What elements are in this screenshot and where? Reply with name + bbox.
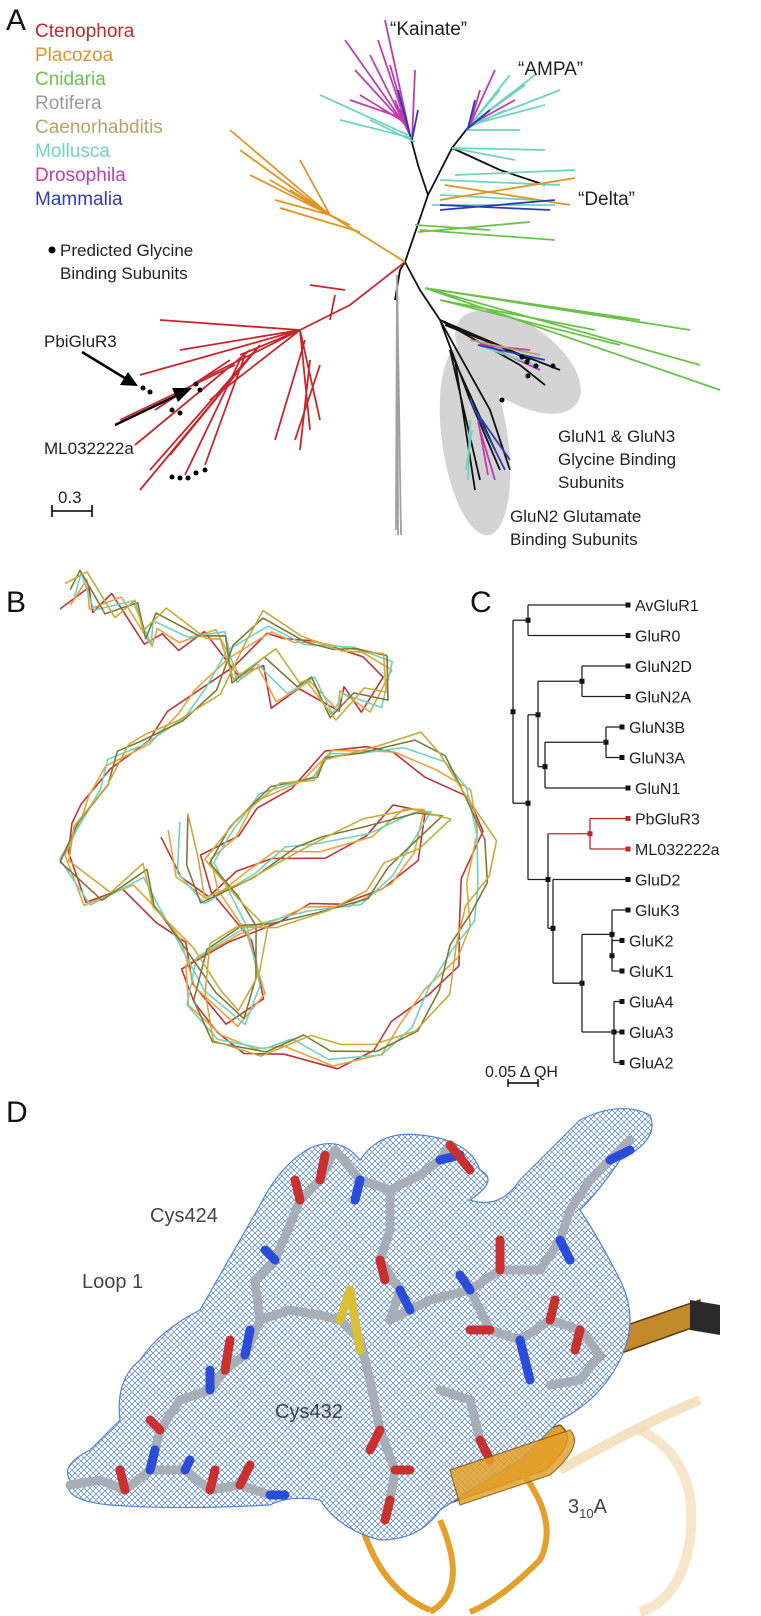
tip-label: GluR0: [635, 629, 680, 646]
tip-label: GluA2: [629, 1056, 674, 1073]
panel-c-letter: C: [470, 586, 492, 619]
label-310a: 310A: [568, 1496, 608, 1521]
tip-marker: [619, 938, 625, 943]
glycine-note-line1: Predicted Glycine: [60, 241, 193, 260]
glycine-note-line2: Binding Subunits: [60, 264, 188, 283]
panel-d-letter: D: [6, 1096, 28, 1129]
tip-label: AvGluR1: [635, 598, 699, 615]
arrow-head-icon: [172, 388, 192, 402]
backbone-trace: [58, 572, 479, 1061]
label-glun1-line2: Glycine Binding: [558, 450, 676, 469]
svg-text:0.05 Δ QH: 0.05 Δ QH: [485, 1064, 558, 1081]
density-structure: Cys424 Loop 1 Cys432 310A: [65, 1107, 720, 1616]
tip-marker: [619, 755, 625, 760]
label-ml032222a: ML032222a: [44, 439, 134, 458]
panel-b-letter: B: [6, 586, 26, 619]
clade-kainate: “Kainate”: [390, 19, 467, 40]
tip-marker: [625, 877, 631, 882]
tip-marker: [625, 816, 631, 821]
tip-marker: [619, 724, 625, 730]
tip-marker: [619, 1029, 625, 1035]
tip-marker: [625, 846, 631, 852]
label-glun2-line1: GluN2 Glutamate: [510, 507, 641, 526]
tip-label: GluN3B: [629, 720, 685, 737]
legend-item: Mammalia: [35, 189, 123, 210]
legend-item: Mollusca: [35, 141, 110, 162]
tip-marker: [625, 694, 631, 699]
legend-item: Caenorhabditis: [35, 117, 163, 138]
tip-label: GluK3: [635, 903, 680, 920]
arrow-head-icon: [120, 372, 138, 386]
tip-marker: [625, 602, 631, 608]
tip-marker: [619, 968, 625, 974]
panel-a-letter: A: [6, 4, 26, 37]
tip-label: GluN3A: [629, 751, 685, 768]
tip-label: GluD2: [635, 873, 680, 890]
glycine-note: Predicted Glycine Binding Subunits: [48, 241, 193, 283]
label-pbiglur3: PbiGluR3: [44, 332, 117, 351]
tip-marker: [619, 999, 625, 1004]
glun2-ellipse: [439, 344, 511, 536]
label-cys432: Cys432: [275, 1401, 343, 1423]
tip-label: GluK2: [629, 934, 674, 951]
legend-item: Ctenophora: [35, 21, 135, 42]
tip-marker: [625, 663, 631, 669]
tip-label: GluN2A: [635, 690, 691, 707]
scale-bar-c: 0.05 Δ QH: [485, 1064, 558, 1087]
backbone-trace: [64, 578, 479, 1067]
arrows: [81, 350, 192, 427]
tip-label: GluN2D: [635, 659, 692, 676]
label-glun2-line2: Binding Subunits: [510, 530, 638, 549]
tree-node: [510, 709, 516, 715]
clade-delta: “Delta”: [578, 189, 635, 210]
backbone-trace: [59, 569, 489, 1053]
superposed-structures: [58, 569, 498, 1070]
tip-marker: [625, 785, 631, 791]
backbone-trace: [64, 571, 498, 1057]
tip-label: GluN1: [635, 781, 680, 798]
scale-bar-a: 0.3: [51, 488, 93, 517]
tip-label: GluA4: [629, 995, 674, 1012]
legend-item: Rotifera: [35, 93, 102, 114]
phylogenetic-tree: [119, 19, 721, 536]
glycine-dot-icon: [48, 246, 56, 254]
legend-item: Drosophila: [35, 165, 126, 186]
label-loop1: Loop 1: [82, 1271, 143, 1293]
tip-marker: [619, 1060, 625, 1065]
taxon-legend: CtenophoraPlacozoaCnidariaRotiferaCaenor…: [35, 21, 163, 210]
tip-label: GluA3: [629, 1025, 674, 1042]
tip-label: ML032222a: [635, 842, 720, 859]
legend-item: Cnidaria: [35, 69, 106, 90]
tip-label: PbGluR3: [635, 812, 700, 829]
glun1-ellipse: [455, 310, 581, 414]
clade-ampa: “AMPA”: [518, 59, 583, 80]
legend-item: Placozoa: [35, 45, 114, 66]
tip-label: GluK1: [629, 964, 674, 981]
tip-marker: [625, 907, 631, 913]
svg-text:0.3: 0.3: [58, 488, 82, 507]
tip-marker: [625, 633, 631, 638]
label-cys424: Cys424: [150, 1205, 218, 1227]
label-glun1-line3: Subunits: [558, 473, 624, 492]
label-glun1-line1: GluN1 & GluN3: [558, 427, 675, 446]
glycine-dots: [140, 354, 556, 481]
